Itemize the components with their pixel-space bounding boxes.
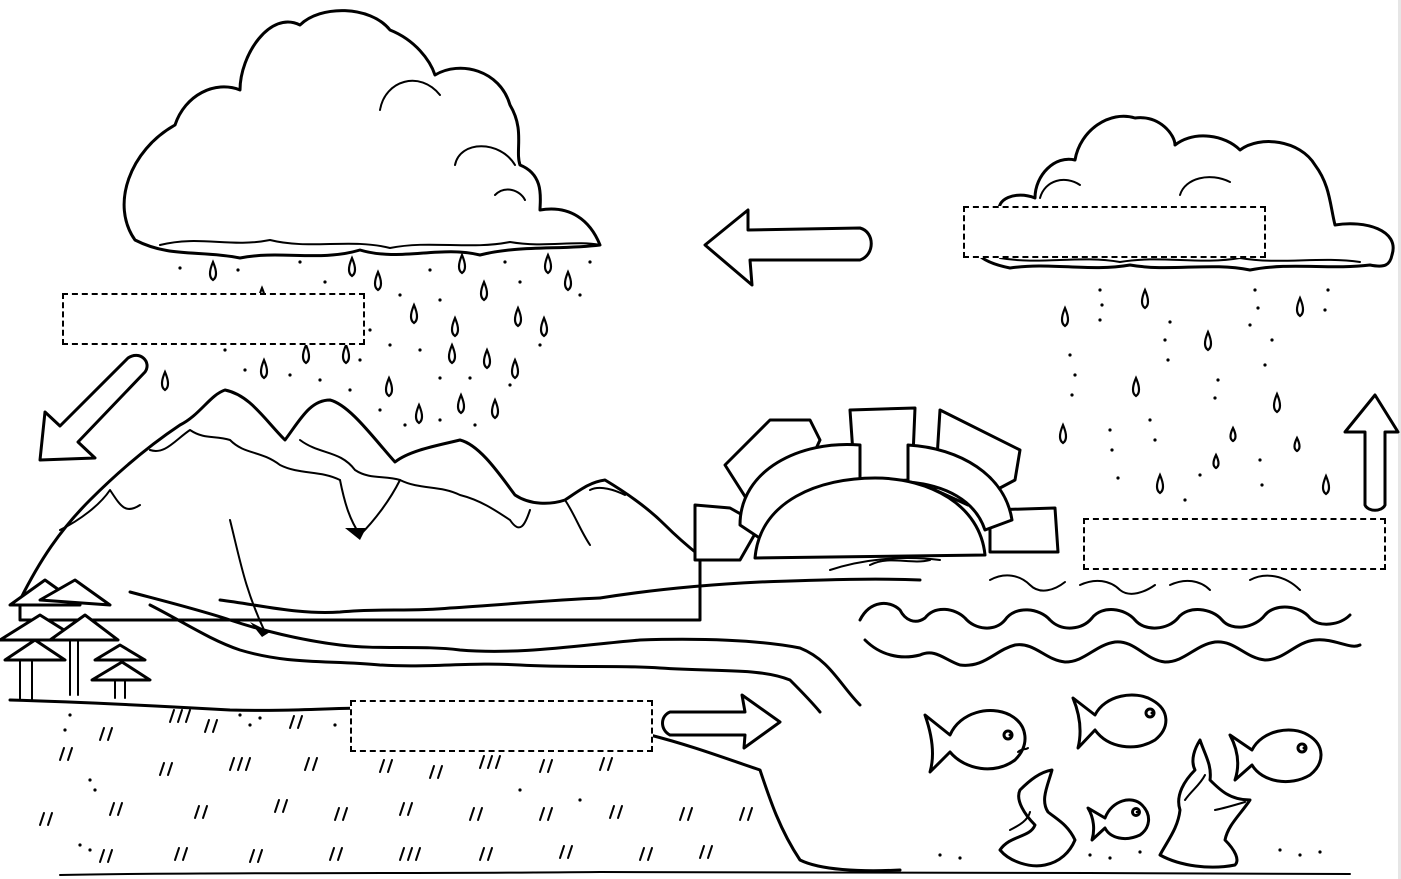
arrow-down-left-icon xyxy=(40,355,147,460)
arrow-up-icon xyxy=(1345,395,1398,510)
label-box-precipitation[interactable] xyxy=(62,293,365,345)
sun xyxy=(695,408,1058,560)
grass xyxy=(40,710,1350,875)
fish-3 xyxy=(1230,730,1321,782)
seaweed xyxy=(1000,740,1250,867)
trees xyxy=(0,580,150,700)
river xyxy=(10,579,920,871)
label-box-collection[interactable] xyxy=(350,700,653,752)
fish xyxy=(925,695,1321,840)
ocean-waves xyxy=(830,558,1360,665)
arrow-left-icon xyxy=(705,210,871,285)
ground-speckles xyxy=(63,713,1322,860)
fish-2 xyxy=(1073,695,1166,748)
fish-4 xyxy=(1088,800,1149,840)
label-box-evaporation[interactable] xyxy=(1083,518,1386,570)
label-box-condensation[interactable] xyxy=(963,206,1266,258)
mountains xyxy=(20,390,700,637)
rain-cloud-left xyxy=(124,11,600,258)
arrow-right-icon xyxy=(663,695,781,748)
rain-right xyxy=(1060,288,1330,502)
fish-1 xyxy=(925,711,1028,772)
page-edge xyxy=(1398,0,1401,879)
